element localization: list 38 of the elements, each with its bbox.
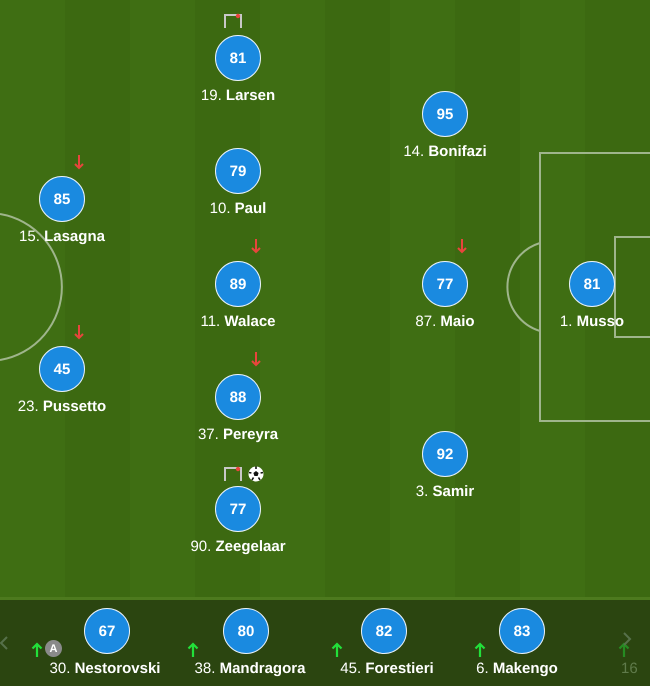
player-rating: 81	[230, 50, 246, 66]
player-rating-circle	[39, 176, 85, 222]
player-rating: 82	[376, 622, 392, 640]
player-name: 10. Paul	[210, 200, 266, 217]
player-rating-circle	[215, 35, 261, 81]
player-rating: 85	[54, 190, 70, 208]
player-rating-circle	[215, 486, 261, 532]
player-rating: 80	[238, 622, 254, 640]
player-name: 37. Pereyra	[198, 426, 278, 443]
player-number: 16	[621, 660, 638, 677]
player-rating: 95	[436, 106, 454, 122]
player-name: 1. Musso	[560, 313, 624, 330]
player-name: 90. Zeegelaar	[190, 538, 286, 555]
player-name: 11. Walace	[200, 313, 276, 330]
player-name: 45. Forestieri	[340, 660, 434, 677]
player-name: 15. Lasagna	[19, 228, 105, 245]
player-name: 19. Larsen	[200, 87, 276, 104]
player-name: 30. Nestorovski	[50, 660, 160, 677]
player-name: 23. Pussetto	[18, 398, 106, 415]
player-name: 3. Samir	[416, 483, 474, 500]
player-rating-circle	[215, 148, 261, 194]
player-rating: 45	[54, 360, 70, 378]
player-name: 14. Bonifazi	[403, 143, 487, 160]
player-rating-circle	[215, 374, 261, 420]
player-rating: 79	[230, 162, 246, 180]
player-name: 87. Maio	[415, 313, 475, 330]
player-rating: 77	[436, 276, 454, 292]
player-rating: 89	[230, 276, 246, 292]
player-rating: 83	[514, 622, 530, 640]
player-name: 6. Makengo	[476, 660, 558, 677]
player-rating: 92	[436, 446, 454, 462]
player-rating: 67	[98, 622, 116, 640]
player-rating: 88	[230, 388, 246, 406]
player-rating: 81	[584, 276, 600, 292]
player-rating-circle	[215, 261, 261, 307]
player-rating: 77	[230, 500, 246, 518]
player-name: 38. Mandragora	[194, 660, 306, 677]
player-rating-circle	[39, 346, 85, 392]
